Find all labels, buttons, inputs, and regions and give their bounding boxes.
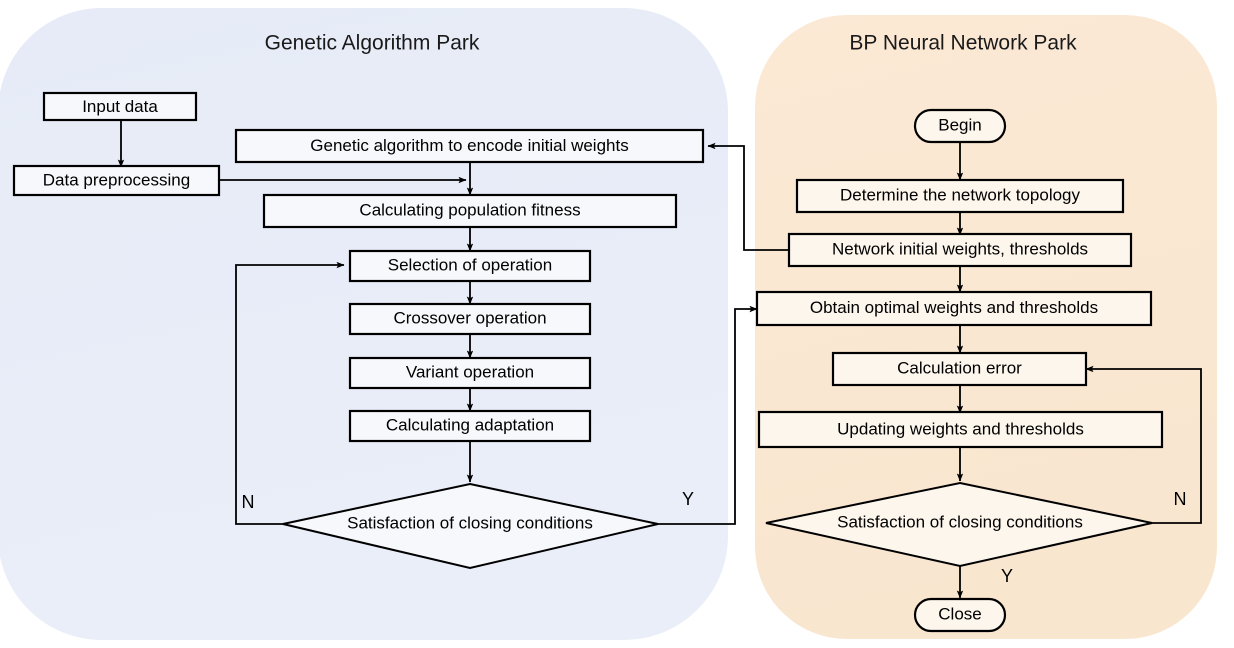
node-data-preprocessing[interactable]: Data preprocessing bbox=[12, 164, 221, 197]
right-branch-label-yes: Y bbox=[1001, 566, 1013, 586]
node-input-data-label: Input data bbox=[82, 97, 158, 116]
node-obtain-optimal-weights-label: Obtain optimal weights and thresholds bbox=[810, 298, 1098, 317]
node-encode-initial-weights[interactable]: Genetic algorithm to encode initial weig… bbox=[234, 128, 705, 164]
node-selection-of-operation-label: Selection of operation bbox=[388, 255, 552, 274]
node-population-fitness[interactable]: Calculating population fitness bbox=[262, 193, 678, 229]
left-branch-label-no: N bbox=[242, 492, 255, 512]
node-network-initial-weights[interactable]: Network initial weights, thresholds bbox=[787, 232, 1133, 268]
node-population-fitness-label: Calculating population fitness bbox=[359, 200, 580, 219]
node-encode-initial-weights-label: Genetic algorithm to encode initial weig… bbox=[310, 136, 628, 155]
node-close[interactable]: Close bbox=[913, 597, 1007, 633]
node-calculation-error-label: Calculation error bbox=[897, 358, 1022, 377]
node-calculation-error[interactable]: Calculation error bbox=[831, 351, 1088, 387]
left-branch-label-yes: Y bbox=[682, 489, 694, 509]
node-selection-of-operation[interactable]: Selection of operation bbox=[348, 249, 592, 283]
node-variant-operation-label: Variant operation bbox=[406, 362, 534, 381]
node-network-initial-weights-label: Network initial weights, thresholds bbox=[832, 239, 1088, 258]
node-updating-weights-label: Updating weights and thresholds bbox=[837, 419, 1084, 438]
node-updating-weights[interactable]: Updating weights and thresholds bbox=[757, 410, 1164, 449]
decision-right-closing-conditions-label: Satisfaction of closing conditions bbox=[837, 512, 1083, 531]
node-begin[interactable]: Begin bbox=[913, 108, 1007, 144]
node-calculating-adaptation-label: Calculating adaptation bbox=[386, 415, 554, 434]
right-branch-label-no: N bbox=[1174, 489, 1187, 509]
decision-right-closing-conditions[interactable]: Satisfaction of closing conditions bbox=[765, 481, 1153, 568]
right-panel-title: BP Neural Network Park bbox=[849, 32, 1077, 55]
node-data-preprocessing-label: Data preprocessing bbox=[43, 170, 190, 189]
node-variant-operation[interactable]: Variant operation bbox=[348, 356, 592, 390]
node-crossover-operation-label: Crossover operation bbox=[393, 308, 546, 327]
node-input-data[interactable]: Input data bbox=[42, 91, 198, 122]
node-crossover-operation[interactable]: Crossover operation bbox=[348, 302, 592, 336]
node-obtain-optimal-weights[interactable]: Obtain optimal weights and thresholds bbox=[755, 290, 1153, 327]
node-determine-topology[interactable]: Determine the network topology bbox=[795, 178, 1125, 214]
left-panel-title: Genetic Algorithm Park bbox=[265, 32, 480, 55]
right-panel-edges bbox=[707, 142, 1202, 599]
decision-left-closing-conditions[interactable]: Satisfaction of closing conditions bbox=[282, 482, 659, 570]
node-begin-label: Begin bbox=[938, 115, 981, 134]
node-determine-topology-label: Determine the network topology bbox=[840, 185, 1081, 204]
right-panel-background bbox=[755, 15, 1217, 639]
left-panel-edges bbox=[117, 119, 758, 525]
node-calculating-adaptation[interactable]: Calculating adaptation bbox=[348, 409, 592, 443]
decision-left-closing-conditions-label: Satisfaction of closing conditions bbox=[347, 513, 593, 532]
node-close-label: Close bbox=[938, 604, 981, 623]
